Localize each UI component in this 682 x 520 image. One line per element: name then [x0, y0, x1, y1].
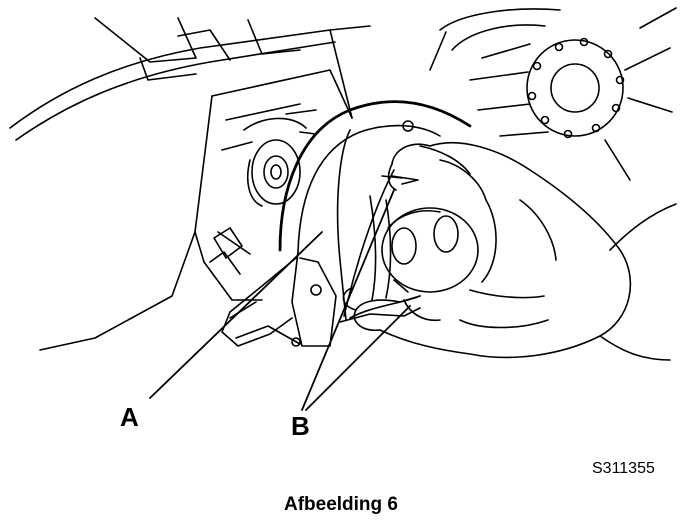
- engine-housing: [9, 17, 371, 351]
- callout-label-b: B: [291, 411, 310, 441]
- hand: [342, 142, 677, 361]
- camshaft-pulley: [429, 7, 677, 181]
- leader-line-a: [149, 231, 323, 399]
- camshaft-end: [381, 207, 479, 293]
- tensioner-pulley: [243, 117, 307, 207]
- locking-tool: [221, 100, 472, 347]
- leader-line-b-2: [305, 305, 411, 411]
- callout-label-a: A: [120, 402, 139, 432]
- figure-reference-code: S311355: [592, 460, 655, 477]
- leader-line-b-1: [301, 189, 395, 411]
- feeler-gauges: [339, 169, 421, 323]
- figure-caption: Afbeelding 6: [283, 494, 398, 515]
